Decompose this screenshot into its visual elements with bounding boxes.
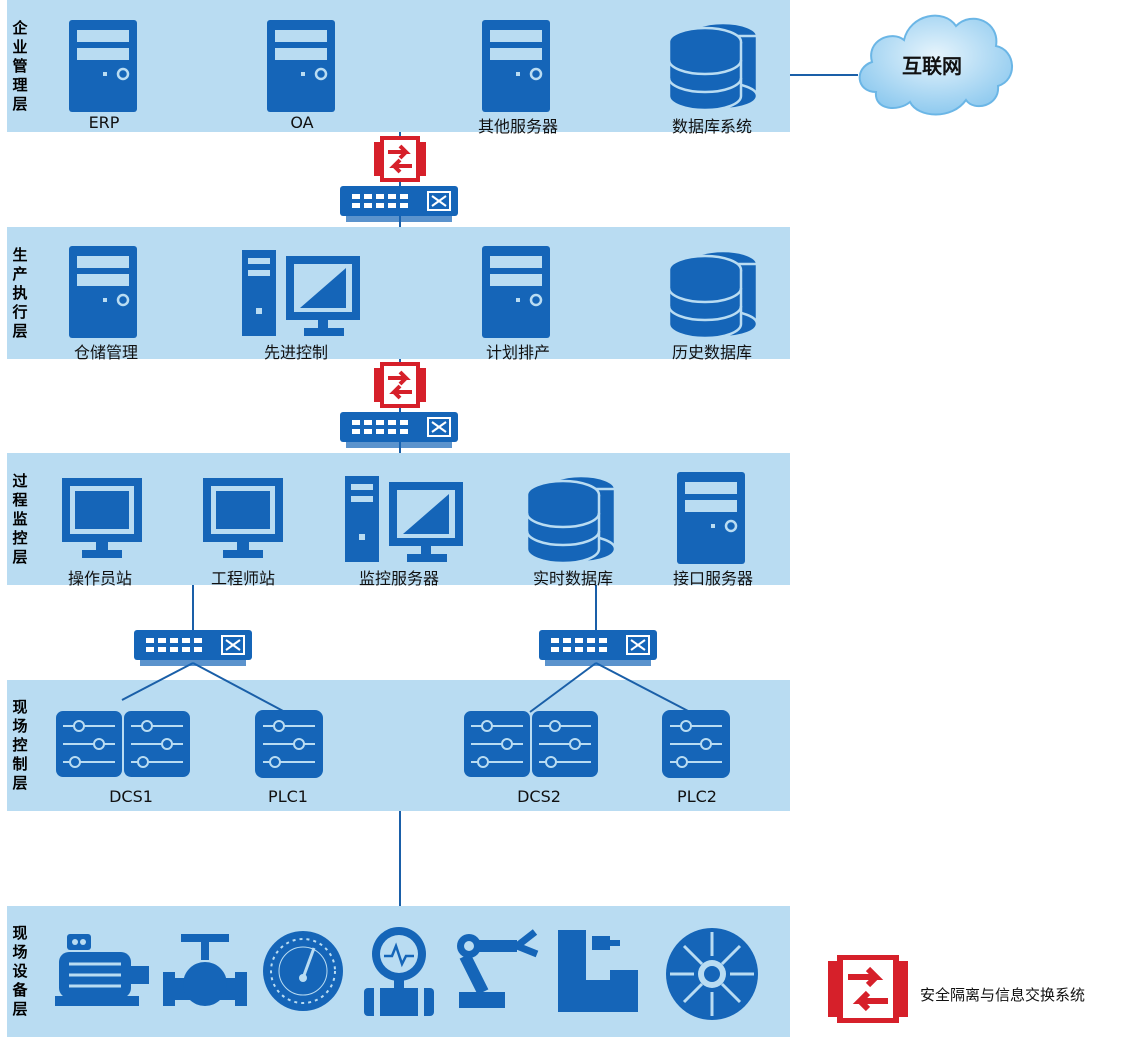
control-layer-title: 现场控制层 [12,698,28,792]
enterprise-layer-title: 企业管理层 [12,18,28,113]
interface-server-icon[interactable] [677,472,745,564]
realtime-database-label: 实时数据库 [532,569,614,588]
advanced-control-label: 先进控制 [263,343,329,362]
fan-impeller-icon [664,926,760,1022]
scheduling-label: 计划排产 [485,343,551,362]
internet-label: 互联网 [902,54,962,78]
mes-layer-title: 生产执行层 [12,245,28,340]
mes-layer: 生产执行层 [7,227,790,359]
monitoring-server-icon[interactable] [345,476,465,564]
engineer-station-label: 工程师站 [210,569,276,588]
monitoring-server-label: 监控服务器 [358,569,440,588]
legend-label: 安全隔离与信息交换系统 [920,986,1086,1004]
history-database-label: 历史数据库 [671,343,753,362]
operator-station-icon[interactable] [62,478,142,558]
warehouse-label: 仓储管理 [73,343,139,362]
warehouse-server-icon[interactable] [69,246,137,338]
oa-server-icon[interactable] [267,20,335,112]
sensor-probe-icon [558,930,642,1014]
motor-icon [55,930,151,1010]
dcs2-controller-icon[interactable] [463,710,599,778]
robot-arm-icon [455,928,545,1014]
network-switch-icon [340,186,458,222]
operator-station-label: 操作员站 [67,569,133,588]
legend-isolation-icon [826,955,910,1023]
dcs2-label: DCS2 [517,787,561,806]
scheduling-server-icon[interactable] [482,246,550,338]
network-switch-icon [134,630,252,666]
plc1-label: PLC1 [268,787,308,806]
flow-meter-icon [360,926,438,1018]
plc2-label: PLC2 [677,787,717,806]
process-layer-title: 过程监控层 [12,471,28,566]
network-switch-icon [340,412,458,448]
network-switch-icon [539,630,657,666]
dcs1-controller-icon[interactable] [55,710,191,778]
erp-server-icon[interactable] [69,20,137,112]
history-database-icon[interactable] [665,248,759,340]
database-system-icon[interactable] [665,20,759,112]
plc1-controller-icon[interactable] [255,710,323,778]
engineer-station-icon[interactable] [203,478,283,558]
internet-cloud-icon [848,0,1020,128]
enterprise-layer: 企业管理层 [7,0,790,132]
valve-icon [163,932,247,1012]
advanced-control-workstation-icon[interactable] [242,250,362,338]
device-layer-title: 现场设备层 [12,924,28,1018]
isolation-gateway-icon [372,136,428,182]
isolation-gateway-icon [372,362,428,408]
pressure-gauge-icon [262,930,344,1012]
other-server-label: 其他服务器 [477,117,559,136]
interface-server-label: 接口服务器 [672,569,754,588]
realtime-database-icon[interactable] [523,473,617,565]
erp-label: ERP [88,113,120,132]
plc2-controller-icon[interactable] [662,710,730,778]
database-system-label: 数据库系统 [671,117,753,136]
oa-label: OA [290,113,314,132]
dcs1-label: DCS1 [109,787,153,806]
other-server-icon[interactable] [482,20,550,112]
